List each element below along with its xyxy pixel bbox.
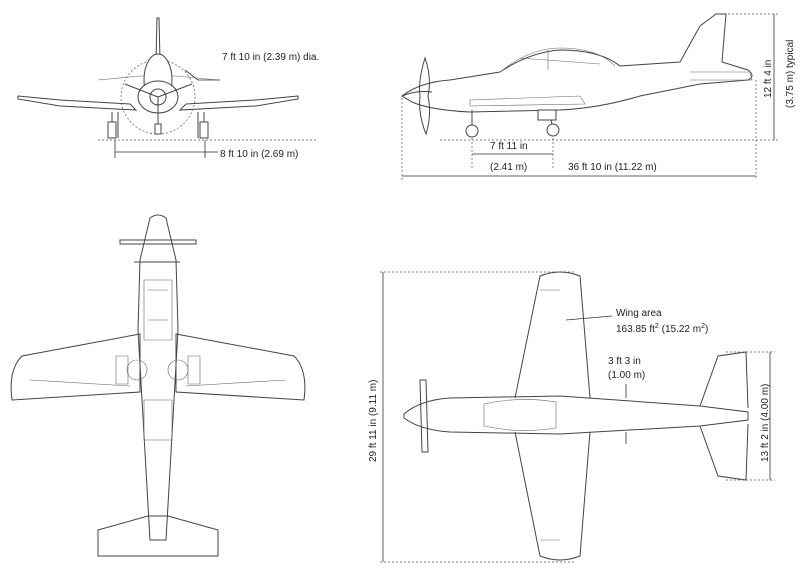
plan-tailplane-span-label: 13 ft 2 in (4.00 m) (760, 384, 771, 462)
front-view (17, 17, 318, 158)
side-view (401, 13, 780, 180)
plan-fuselage-width-imperial-label: 3 ft 3 in (608, 356, 641, 367)
side-wheelbase-metric-label: (2.41 m) (490, 162, 527, 173)
side-height-metric-label: (3.75 m) typical (785, 40, 796, 108)
top-view (10, 214, 306, 557)
plan-wing-area-value: 163.85 ft2 (15.22 m2) (616, 323, 708, 335)
plan-wingspan-label: 29 ft 11 in (9.11 m) (368, 380, 379, 462)
plan-fuselage-width-metric-label: (1.00 m) (608, 370, 645, 381)
front-prop-diameter-label: 7 ft 10 in (2.39 m) dia. (222, 52, 319, 63)
plan-wing-area-label: Wing area (616, 308, 662, 319)
side-length-label: 36 ft 10 in (11.22 m) (568, 162, 657, 173)
front-track-label: 8 ft 10 in (2.69 m) (220, 149, 298, 160)
side-height-imperial-label: 12 ft 4 in (763, 60, 774, 98)
side-wheelbase-imperial-label: 7 ft 11 in (490, 141, 528, 152)
plan-view (380, 271, 775, 563)
